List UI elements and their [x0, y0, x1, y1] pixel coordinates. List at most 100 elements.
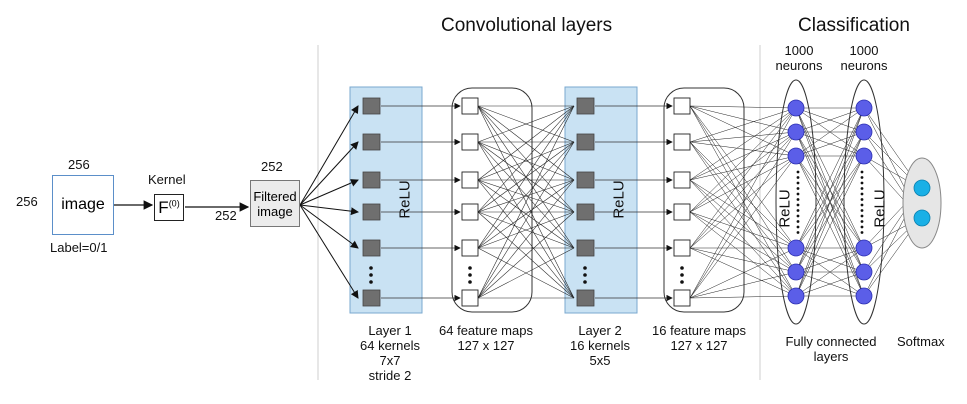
arrow-filtered-to-layer1	[299, 179, 359, 206]
mesh-edge	[477, 179, 575, 213]
mesh-edge	[689, 107, 797, 213]
fmaps2-node	[673, 203, 691, 221]
fc2-neuron	[855, 239, 873, 257]
ellipsis-dot	[796, 225, 800, 229]
mesh-edge	[689, 179, 797, 297]
mesh-edge	[689, 107, 797, 181]
mesh-edge	[689, 211, 797, 249]
ellipsis-dot	[860, 198, 864, 201]
mesh-edge	[795, 131, 865, 297]
ellipsis-dot	[369, 273, 373, 277]
mesh-edge	[689, 155, 797, 213]
fmaps1-node	[461, 239, 479, 257]
fmaps1-node	[461, 97, 479, 115]
fc2-neuron	[855, 99, 873, 117]
kernel-title: Kernel	[148, 172, 186, 187]
input-image-box: image	[52, 175, 114, 235]
mesh-edge	[795, 271, 865, 297]
mesh-edge	[477, 179, 575, 249]
ellipsis-dot	[796, 231, 800, 234]
ellipsis-dot	[860, 181, 864, 185]
ellipsis-dot	[860, 170, 864, 174]
layer1-node	[362, 171, 381, 189]
layer1-node	[362, 289, 381, 307]
fc1-neuron	[787, 263, 805, 281]
fc2-neuron	[855, 263, 873, 281]
ellipsis-dot	[680, 266, 684, 270]
fc2-relu-label: ReLU	[871, 189, 889, 228]
mesh-edge	[689, 131, 797, 299]
ellipsis-dot	[583, 266, 587, 270]
fc2-group	[843, 79, 885, 325]
layer1-block	[349, 86, 423, 314]
kernel-box: F(0)	[154, 194, 184, 221]
ellipsis-dot	[796, 181, 800, 185]
ellipsis-dot	[583, 273, 587, 277]
fc2-neuron	[855, 147, 873, 165]
fc2-neuron	[855, 123, 873, 141]
mesh-edge	[689, 141, 797, 157]
ellipsis-dot	[680, 280, 684, 284]
filtered-height-label: 252	[215, 208, 237, 223]
fc1-group	[775, 79, 817, 325]
kernel-symbol: F(0)	[158, 197, 180, 217]
layer2-node	[576, 171, 595, 189]
input-image-label: image	[61, 196, 105, 213]
ellipsis-dot	[796, 170, 800, 174]
fmaps1-group	[451, 87, 533, 313]
mesh-edge	[689, 247, 797, 297]
fmaps2-node	[673, 133, 691, 151]
layer2-node	[576, 133, 595, 151]
ellipsis-dot	[796, 209, 800, 212]
mesh-edge	[477, 105, 575, 213]
ellipsis-dot	[860, 214, 864, 218]
fc2-neuron	[855, 287, 873, 305]
fmaps2-node	[673, 171, 691, 189]
ellipsis-dot	[796, 214, 800, 218]
mesh-edge	[689, 141, 797, 249]
softmax-neuron	[913, 209, 931, 227]
filtered-image-box: Filtered image	[250, 180, 300, 227]
kernel-superscript: (0)	[168, 197, 180, 208]
fc1-neuron	[787, 239, 805, 257]
fc1-neuron	[787, 147, 805, 165]
ellipsis-dot	[369, 266, 373, 270]
mesh-edge	[477, 211, 575, 299]
mesh-edge	[689, 179, 797, 249]
arrow-filtered-to-layer1	[299, 204, 359, 216]
fmaps2-node	[673, 289, 691, 307]
classification-title: Classification	[798, 15, 910, 36]
softmax-neuron	[913, 179, 931, 197]
mesh-edge	[795, 107, 865, 297]
softmax-caption: Softmax	[897, 334, 945, 349]
ellipsis-dot	[860, 192, 864, 196]
layer1-node	[362, 239, 381, 257]
fmaps1-node	[461, 171, 479, 189]
ellipsis-dot	[860, 187, 864, 190]
mesh-edge	[689, 141, 797, 273]
layer2-node	[576, 289, 595, 307]
ellipsis-dot	[860, 209, 864, 212]
input-sublabel: Label=0/1	[50, 240, 108, 255]
fmaps1-node	[461, 133, 479, 151]
softmax-group	[902, 157, 942, 249]
mesh-edge	[689, 211, 797, 297]
fmaps1-node	[461, 203, 479, 221]
arrow-filtered-to-layer1	[299, 204, 359, 299]
layer2-relu-label: ReLU	[610, 180, 628, 219]
mesh-edge	[795, 107, 865, 249]
mesh-edge	[689, 105, 797, 273]
mesh-edge	[477, 105, 575, 249]
layer2-node	[576, 203, 595, 221]
layer2-node	[576, 97, 595, 115]
ellipsis-dot	[796, 192, 800, 196]
mesh-edge	[477, 247, 575, 299]
mesh-edge	[689, 155, 797, 249]
layer1-relu-label: ReLU	[396, 180, 414, 219]
